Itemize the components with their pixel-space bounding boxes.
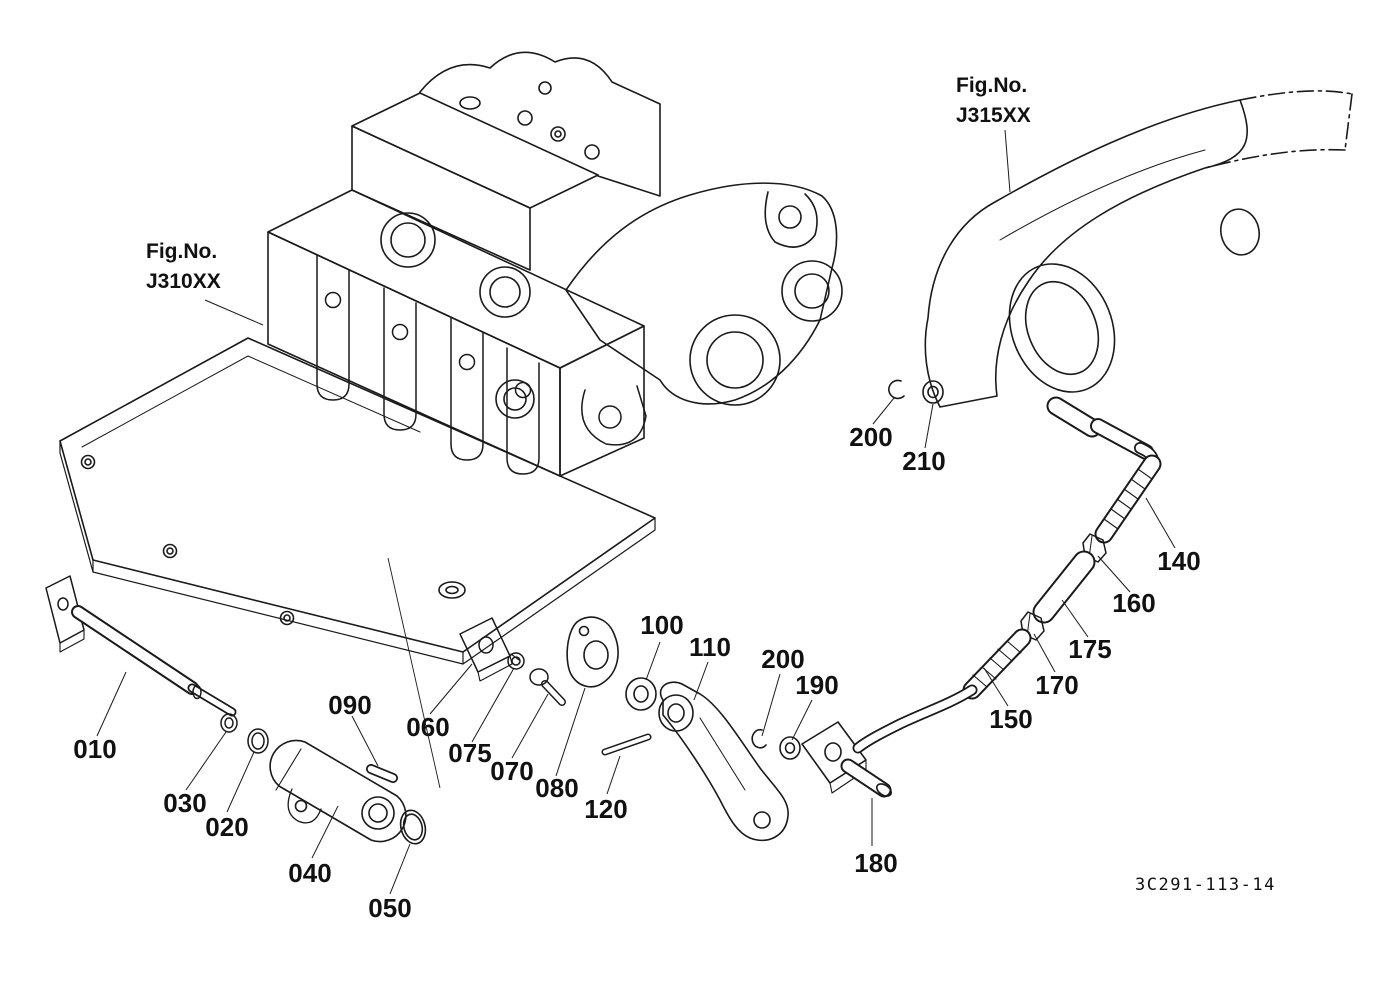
- o-ring-050: [399, 809, 427, 845]
- callout-060: 060: [406, 712, 449, 742]
- washer-210: [922, 380, 944, 404]
- linkage-rod-assembly: [852, 418, 1162, 754]
- washer-100: [625, 677, 657, 711]
- labels: Fig.No. J310XX Fig.No. J315XX 010 030 02…: [73, 74, 1276, 923]
- callout-040: 040: [288, 858, 331, 888]
- cylinder-040: [269, 739, 407, 843]
- callout-020: 020: [205, 812, 248, 842]
- figref-right-code: J315XX: [956, 104, 1031, 127]
- callout-080: 080: [535, 773, 578, 803]
- snap-ring-200-upper: [888, 379, 905, 400]
- lever-110: [658, 681, 789, 842]
- plate-080: [566, 616, 619, 688]
- callout-175: 175: [1068, 634, 1111, 664]
- mounting-lugs: [316, 254, 647, 475]
- hydraulic-valve-housing: [267, 51, 843, 477]
- bracket-180: [801, 721, 892, 798]
- callout-050: 050: [368, 893, 411, 923]
- callout-120: 120: [584, 794, 627, 824]
- callout-150: 150: [989, 704, 1032, 734]
- figref-left-code: J310XX: [146, 270, 221, 293]
- figref-right-prefix: Fig.No.: [956, 74, 1027, 97]
- feedback-rod-010: [45, 575, 237, 717]
- callout-170: 170: [1035, 670, 1078, 700]
- callout-075: 075: [448, 738, 491, 768]
- callout-090: 090: [328, 690, 371, 720]
- leader-lines: [96, 129, 1176, 895]
- callout-010: 010: [73, 734, 116, 764]
- thread-hatch-140: [1103, 468, 1153, 530]
- figref-left-prefix: Fig.No.: [146, 240, 217, 263]
- screw-070: [529, 668, 566, 706]
- o-ring-020: [247, 728, 269, 754]
- callout-180: 180: [854, 848, 897, 878]
- thread-hatch-150: [972, 640, 1022, 688]
- callout-200-upper: 200: [849, 422, 892, 452]
- drawing-number: 3C291-113-14: [1135, 875, 1276, 895]
- callout-210: 210: [902, 446, 945, 476]
- callout-070: 070: [490, 756, 533, 786]
- projection-line: [387, 557, 441, 789]
- callout-160: 160: [1112, 588, 1155, 618]
- snap-ring-030: [220, 713, 238, 733]
- callout-110: 110: [689, 632, 731, 662]
- cover-plate: [59, 337, 656, 665]
- callout-140: 140: [1157, 546, 1200, 576]
- callout-190: 190: [795, 670, 838, 700]
- washer-190: [779, 736, 801, 760]
- callout-200-mid: 200: [761, 644, 804, 674]
- pin-120: [601, 733, 652, 756]
- pin-090: [366, 764, 398, 783]
- snap-ring-200-mid: [751, 728, 767, 749]
- callout-100: 100: [640, 610, 683, 640]
- lock-washer-075: [507, 652, 525, 670]
- callout-030: 030: [163, 788, 206, 818]
- lift-arm: [924, 90, 1353, 438]
- bracket-060: [459, 617, 513, 682]
